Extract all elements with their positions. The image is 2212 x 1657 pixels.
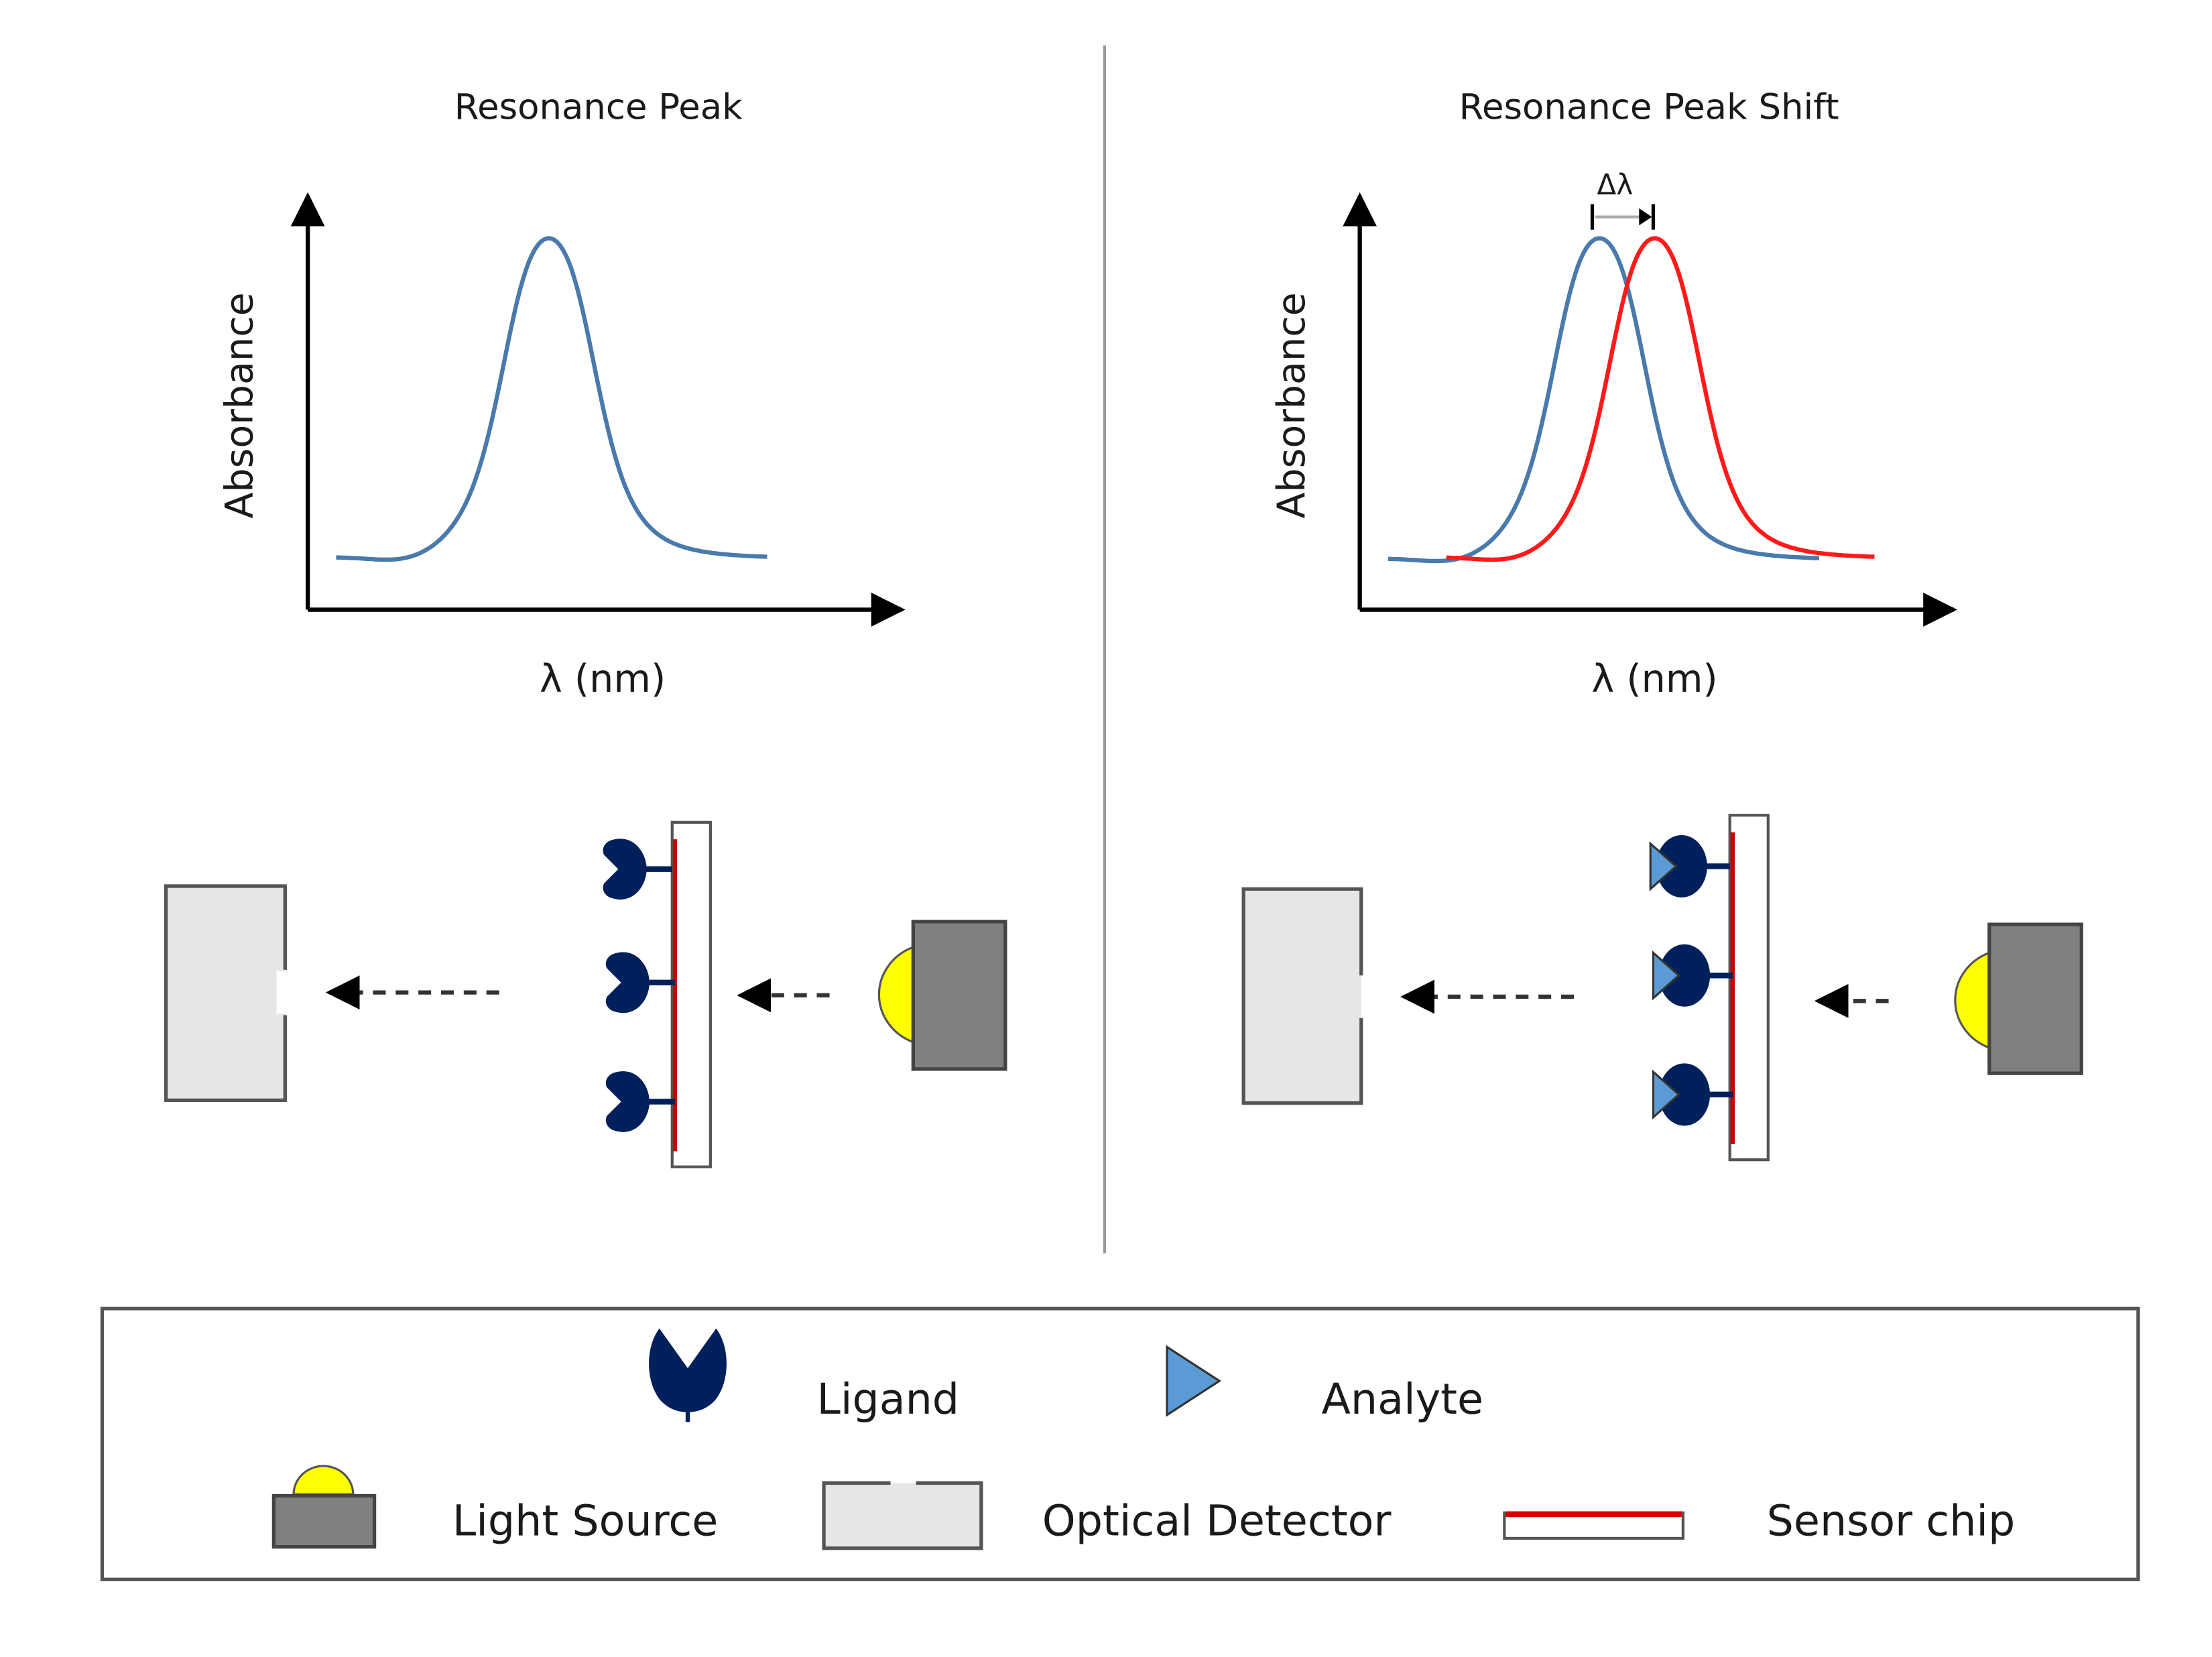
analyte-icon xyxy=(1166,1345,1222,1417)
left-resonance-curve xyxy=(336,236,767,562)
light-source xyxy=(877,920,1007,1071)
optical-detector xyxy=(164,884,291,1103)
legend-label-light-source: Light Source xyxy=(452,1496,718,1546)
ligand xyxy=(606,952,675,1013)
legend-label-optical-detector: Optical Detector xyxy=(1042,1496,1392,1546)
left-panel: Resonance Peak Absorbance λ (nm) xyxy=(218,87,906,701)
right-curve-after xyxy=(1446,236,1875,562)
left-x-label: λ (nm) xyxy=(540,657,666,701)
delta-lambda-arrow xyxy=(1590,204,1656,230)
optical-detector-icon xyxy=(822,1481,983,1550)
legend-label-sensor-chip: Sensor chip xyxy=(1767,1496,2016,1546)
right-panel: Resonance Peak Shift Absorbance λ (nm) Δ… xyxy=(1270,87,1957,701)
left-panel-title: Resonance Peak xyxy=(454,87,743,128)
right-x-label: λ (nm) xyxy=(1591,657,1717,701)
sensor-chip xyxy=(670,820,712,1168)
right-panel-title: Resonance Peak Shift xyxy=(1459,87,1839,128)
ligand xyxy=(603,839,672,900)
ligand-analyte-complex xyxy=(1653,1063,1732,1125)
legend: Ligand Analyte Light Source Optical Dete… xyxy=(100,1306,2140,1581)
legend-box xyxy=(100,1306,2140,1581)
legend-label-analyte: Analyte xyxy=(1322,1374,1484,1424)
right-y-label: Absorbance xyxy=(1270,292,1314,518)
sensor-chip-icon xyxy=(1503,1511,1684,1540)
ligand-icon xyxy=(649,1328,727,1422)
sensor-chip xyxy=(1728,814,1770,1162)
ligand-analyte-complex xyxy=(1653,944,1732,1007)
ligand-analyte-complex xyxy=(1650,835,1729,898)
light-source xyxy=(1954,922,2083,1075)
light-source-icon xyxy=(271,1465,377,1549)
legend-label-ligand: Ligand xyxy=(817,1374,960,1424)
left-setup xyxy=(164,820,1007,1168)
right-setup xyxy=(1241,814,2083,1162)
left-y-label: Absorbance xyxy=(218,292,262,518)
ligand xyxy=(606,1071,675,1132)
optical-detector xyxy=(1241,887,1363,1105)
delta-lambda-label: Δλ xyxy=(1597,168,1633,201)
